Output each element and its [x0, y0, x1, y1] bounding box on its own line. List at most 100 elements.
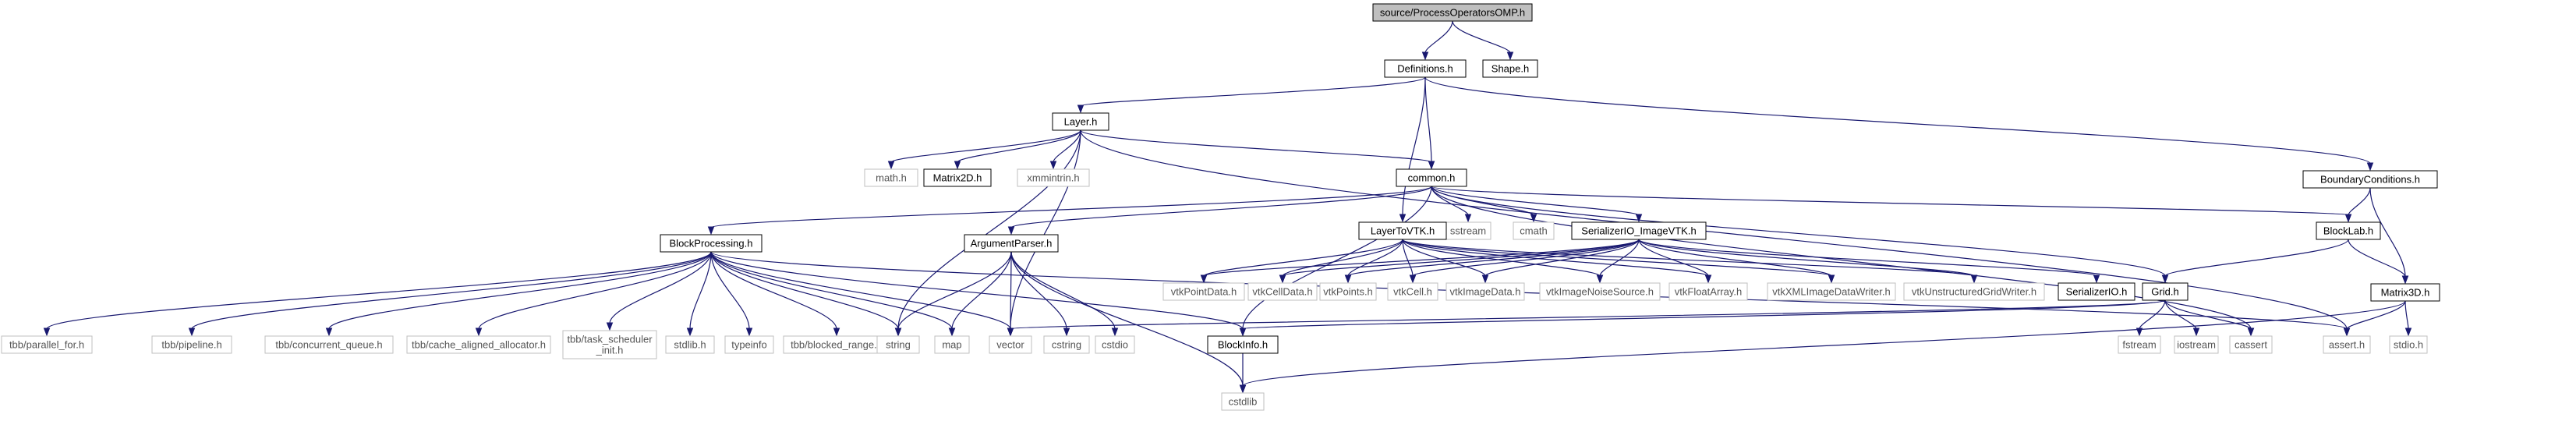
edge-arrowhead	[1007, 226, 1015, 235]
node-box	[2316, 221, 2381, 240]
node-box	[964, 234, 1059, 253]
node-vtkimagedata: vtkImageData.h	[1445, 282, 1525, 301]
edge-arrowhead	[2161, 274, 2169, 284]
edge-serializervtk-to-vtkcell	[1409, 239, 1640, 284]
edge-grid-to-vector	[1007, 299, 2166, 337]
node-label: vtkXMLImageDataWriter.h	[1772, 286, 1890, 298]
node-label: SerializerIO.h	[2066, 286, 2128, 298]
node-vtkcell: vtkCell.h	[1387, 282, 1438, 301]
node-math: math.h	[864, 168, 918, 187]
node-serializerio[interactable]: SerializerIO.h	[2058, 282, 2135, 301]
node-matrix3d[interactable]: Matrix3D.h	[2370, 283, 2440, 302]
node-box	[562, 330, 657, 359]
edge-arrowhead	[2401, 275, 2409, 285]
edge-arrowhead	[1239, 384, 1247, 394]
node-box	[1372, 3, 1533, 22]
node-label: map	[942, 339, 961, 351]
node-layertovtk[interactable]: LayerToVTK.h	[1358, 221, 1447, 240]
node-label: Grid.h	[2151, 286, 2178, 298]
node-blocklab[interactable]: BlockLab.h	[2316, 221, 2381, 240]
node-box	[1903, 282, 2045, 301]
node-blockprocessing[interactable]: BlockProcessing.h	[660, 234, 763, 253]
node-label: tbb/pipeline.h	[161, 339, 221, 351]
node-label: BlockInfo.h	[1218, 339, 1268, 351]
edge-arrowhead	[1077, 104, 1085, 114]
node-vtkpoints: vtkPoints.h	[1319, 282, 1377, 301]
edges-layer	[43, 20, 2412, 394]
node-box	[1043, 335, 1090, 354]
edge-arrowhead	[1704, 274, 1712, 284]
node-box	[1571, 221, 1707, 240]
edge-common-to-serializervtk	[1431, 186, 1643, 223]
node-map: map	[934, 335, 970, 354]
edge-argparser-to-vector	[1007, 251, 1014, 337]
node-boundary[interactable]: BoundaryConditions.h	[2302, 170, 2438, 189]
node-serializervtk[interactable]: SerializerIO_ImageVTK.h	[1571, 221, 1707, 240]
node-label: vtkUnstructuredGridWriter.h	[1912, 286, 2036, 298]
node-label: stdlib.h	[674, 339, 706, 351]
edge-arrowhead	[1970, 274, 1978, 284]
edge-grid-to-fstream	[2135, 299, 2166, 337]
edge-arrowhead	[894, 327, 902, 337]
edge-common-to-argparser	[1007, 186, 1432, 235]
node-matrix2d[interactable]: Matrix2D.h	[923, 168, 992, 187]
edge-arrowhead	[1279, 274, 1286, 284]
node-xmmintrin: xmmintrin.h	[1017, 168, 1090, 187]
node-layer[interactable]: Layer.h	[1052, 112, 1109, 131]
node-label: fstream	[2122, 339, 2156, 351]
node-label: tbb/parallel_for.h	[9, 339, 84, 351]
node-label: ArgumentParser.h	[971, 238, 1053, 250]
node-iostream: iostream	[2174, 335, 2219, 354]
edge-blockprocessing-to-map	[710, 251, 956, 337]
edge-arrowhead	[887, 161, 895, 170]
node-label: cassert	[2235, 339, 2267, 351]
node-label: sstream	[1450, 225, 1486, 237]
edge-root-to-shape	[1452, 20, 1514, 61]
node-box	[1482, 59, 1538, 78]
node-definitions[interactable]: Definitions.h	[1384, 59, 1467, 78]
edge-arrowhead	[1063, 327, 1070, 337]
edge-common-to-blocklab	[1431, 186, 2352, 223]
edge-arrowhead	[745, 327, 753, 337]
node-box	[2370, 283, 2440, 302]
node-box	[1539, 282, 1661, 301]
node-blockinfo[interactable]: BlockInfo.h	[1207, 335, 1279, 354]
edge-arrowhead	[1596, 274, 1604, 284]
node-label: vtkImageNoiseSource.h	[1546, 286, 1654, 298]
edge-layer-to-xmmintrin	[1049, 129, 1081, 170]
node-box	[2389, 335, 2428, 354]
edge-arrowhead	[1239, 327, 1247, 337]
node-box	[934, 335, 970, 354]
node-vtkfloatarray: vtkFloatArray.h	[1668, 282, 1748, 301]
node-label: Layer.h	[1064, 116, 1098, 128]
node-vtkunstructured: vtkUnstructuredGridWriter.h	[1903, 282, 2045, 301]
node-box	[1358, 221, 1447, 240]
edge-arrowhead	[2135, 327, 2143, 337]
node-label: Definitions.h	[1397, 63, 1453, 75]
node-argparser[interactable]: ArgumentParser.h	[964, 234, 1059, 253]
edge-matrix3d-to-stdioh	[2404, 300, 2412, 337]
node-tbbtask: tbb/task_scheduler_init.h	[562, 330, 657, 359]
node-label: vector	[996, 339, 1024, 351]
edge-serializervtk-to-vtkpointdata	[1200, 239, 1640, 284]
node-tbbpipeline: tbb/pipeline.h	[151, 335, 232, 354]
edge-serializervtk-to-vtkxmlimage	[1638, 239, 1835, 284]
edge-blockprocessing-to-typeinfo	[710, 251, 753, 337]
edge-grid-to-blockinfo	[1239, 299, 2166, 337]
edge-blockprocessing-to-tbbcache	[475, 251, 712, 337]
node-cstdio: cstdio	[1095, 335, 1135, 354]
edge-arrowhead	[1530, 214, 1537, 223]
edge-serializervtk-to-vtkimagedata	[1481, 239, 1640, 284]
node-box	[2142, 282, 2189, 301]
node-box	[2118, 335, 2161, 354]
node-grid[interactable]: Grid.h	[2142, 282, 2189, 301]
edge-grid-to-cassert	[2164, 299, 2255, 337]
node-tbbcache: tbb/cache_aligned_allocator.h	[406, 335, 551, 354]
node-cstdlib: cstdlib	[1221, 392, 1265, 411]
node-common[interactable]: common.h	[1396, 168, 1467, 187]
edge-arrowhead	[833, 327, 840, 337]
node-shape[interactable]: Shape.h	[1482, 59, 1538, 78]
node-label: vtkPoints.h	[1323, 286, 1373, 298]
edge-arrowhead	[325, 327, 333, 337]
